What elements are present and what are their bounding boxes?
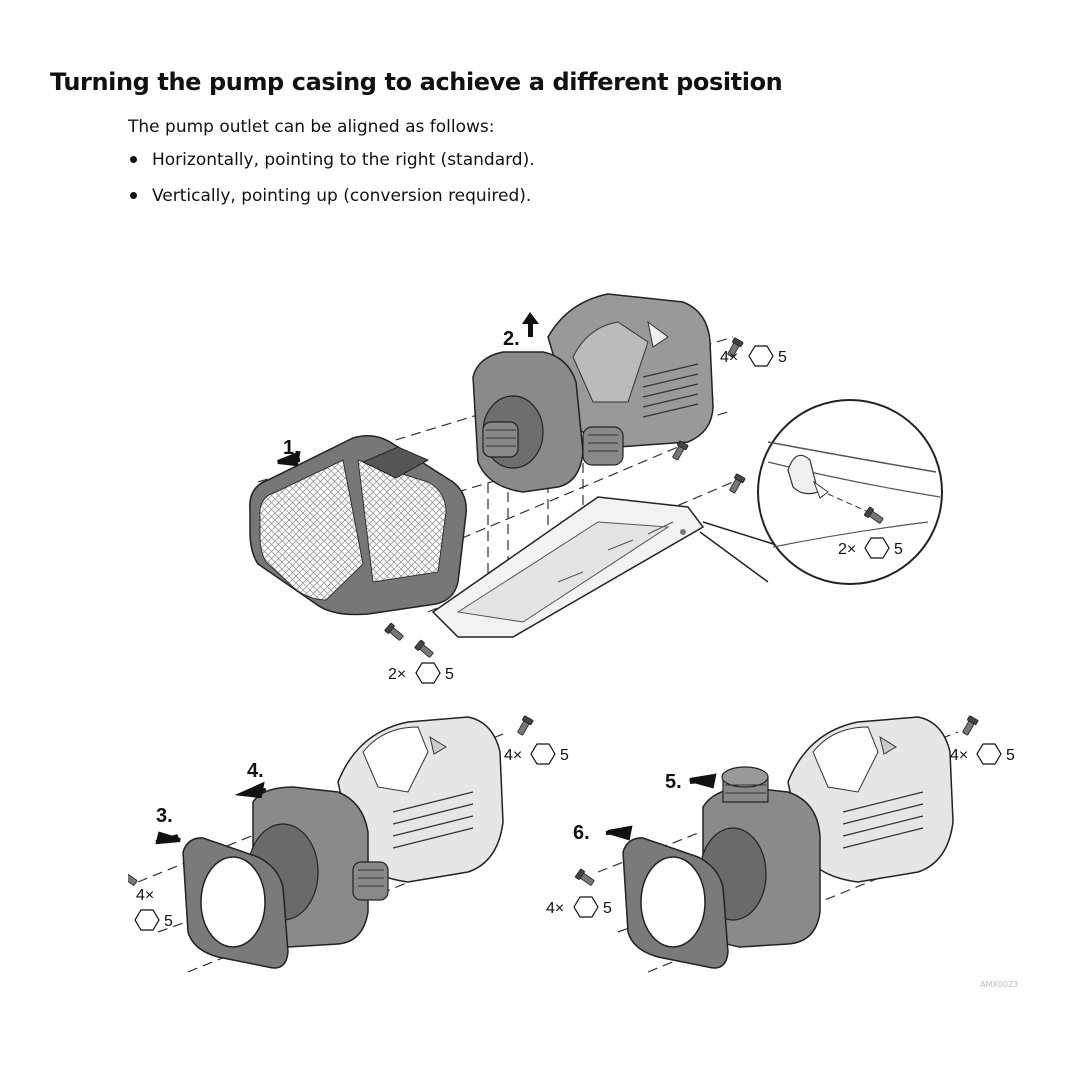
screw-count-label: 2× — [388, 666, 406, 683]
arrow-left-icon — [277, 450, 301, 467]
step-4-label: 4. — [247, 760, 264, 782]
screw-count-label: 2× — [838, 541, 856, 558]
hex-size-label: 5 — [603, 900, 612, 917]
arrow-right-icon — [155, 831, 181, 845]
screw-count-label: 4× — [720, 349, 738, 366]
bullet-list: Horizontally, pointing to the right (sta… — [128, 145, 535, 217]
step-3-label: 3. — [156, 805, 173, 827]
step-6-label: 6. — [573, 822, 590, 844]
arrow-right-icon — [605, 825, 633, 841]
hex-size-label: 5 — [1006, 747, 1015, 764]
hex-key-icon — [748, 345, 774, 367]
hex-size-label: 5 — [560, 747, 569, 764]
hex-key-icon — [134, 909, 160, 931]
pump-housing — [472, 293, 714, 493]
intro-text: The pump outlet can be aligned as follow… — [128, 117, 495, 137]
hex-key-icon — [864, 537, 890, 559]
screw-count-label: 4× — [136, 887, 154, 904]
pump-diagram-svg: 1. 2. 4× 5 2× 5 2× 5 — [128, 293, 1018, 989]
arrow-up-icon — [522, 312, 539, 337]
bullet-item: Horizontally, pointing to the right (sta… — [128, 145, 535, 181]
pump-unit-right — [622, 716, 954, 969]
step-5-label: 5. — [665, 771, 682, 793]
base-plate — [431, 496, 705, 638]
page-title: Turning the pump casing to achieve a dif… — [50, 68, 783, 96]
arrow-left-icon — [234, 781, 267, 799]
hex-key-icon — [573, 896, 599, 918]
hex-key-icon — [976, 743, 1002, 765]
figure-watermark: AMX0023 — [980, 980, 1018, 989]
bullet-dot-icon — [130, 156, 137, 163]
hex-size-label: 5 — [164, 913, 173, 930]
bullet-item: Vertically, pointing up (conversion requ… — [128, 181, 535, 217]
hex-size-label: 5 — [445, 666, 454, 683]
screw-count-label: 4× — [504, 747, 522, 764]
hex-key-icon — [530, 743, 556, 765]
detail-zoom-circle: 2× 5 — [699, 399, 943, 585]
filter-cage — [249, 435, 467, 616]
arrow-right-icon — [689, 773, 717, 789]
hex-key-icon — [415, 662, 441, 684]
pump-unit-left — [182, 716, 504, 969]
hex-size-label: 5 — [778, 349, 787, 366]
assembly-illustration: 1. 2. 4× 5 2× 5 2× 5 — [128, 282, 1028, 992]
step-2-label: 2. — [503, 328, 520, 350]
screw-count-label: 4× — [546, 900, 564, 917]
screw-count-label: 4× — [950, 747, 968, 764]
hex-size-label: 5 — [894, 541, 903, 558]
bullet-dot-icon — [130, 192, 137, 199]
